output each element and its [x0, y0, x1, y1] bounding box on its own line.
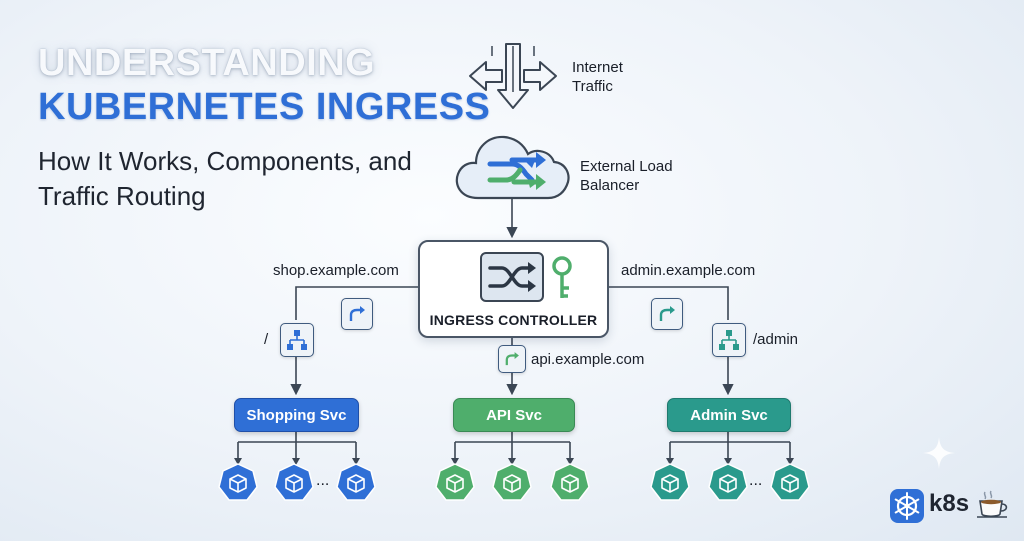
cloud-load-balancer-icon — [455, 135, 570, 200]
ingress-controller-label: INGRESS CONTROLLER — [429, 312, 598, 328]
redirect-icon-shop — [341, 298, 373, 330]
pod-admin-3 — [770, 463, 810, 501]
admin-host-label: admin.example.com — [621, 262, 756, 279]
pods-ellipsis-admin: ... — [749, 472, 763, 489]
title-line-1: UNDERSTANDING — [38, 42, 376, 84]
pod-api-1 — [435, 463, 475, 501]
pod-api-2 — [492, 463, 532, 501]
pod-admin-1 — [650, 463, 690, 501]
title-line-2: KUBERNETES INGRESS — [38, 86, 491, 128]
ingress-controller-box — [418, 240, 609, 338]
api-service: API Svc — [453, 398, 575, 432]
path-router-icon-shop — [280, 323, 314, 357]
shop-host-label: shop.example.com — [273, 262, 399, 279]
load-balancer-label: External Load Balancer — [580, 158, 673, 194]
pod-shopping-1 — [218, 463, 258, 501]
kubernetes-logo-badge — [890, 489, 924, 523]
sparkle-icon — [923, 437, 955, 469]
shuffle-icon — [480, 252, 544, 302]
api-host-label: api.example.com — [531, 351, 645, 368]
k8s-logo-text: k8s — [929, 490, 970, 517]
key-icon — [552, 256, 572, 298]
internet-traffic-icon — [469, 43, 557, 109]
shopping-service: Shopping Svc — [234, 398, 359, 432]
pod-shopping-2 — [274, 463, 314, 501]
pods-ellipsis-shopping: ... — [316, 472, 330, 489]
subtitle: How It Works, Components, and Traffic Ro… — [38, 146, 412, 211]
admin-path-label: /admin — [753, 331, 799, 348]
coffee-cup-icon — [977, 490, 1008, 518]
internet-traffic-label: Internet Traffic — [572, 59, 623, 95]
pod-api-3 — [550, 463, 590, 501]
redirect-icon-admin — [651, 298, 683, 330]
shop-path-label: / — [264, 331, 269, 348]
pod-admin-2 — [708, 463, 748, 501]
path-router-icon-admin — [712, 323, 746, 357]
admin-service: Admin Svc — [667, 398, 791, 432]
pod-shopping-3 — [336, 463, 376, 501]
redirect-icon-api — [498, 345, 526, 373]
